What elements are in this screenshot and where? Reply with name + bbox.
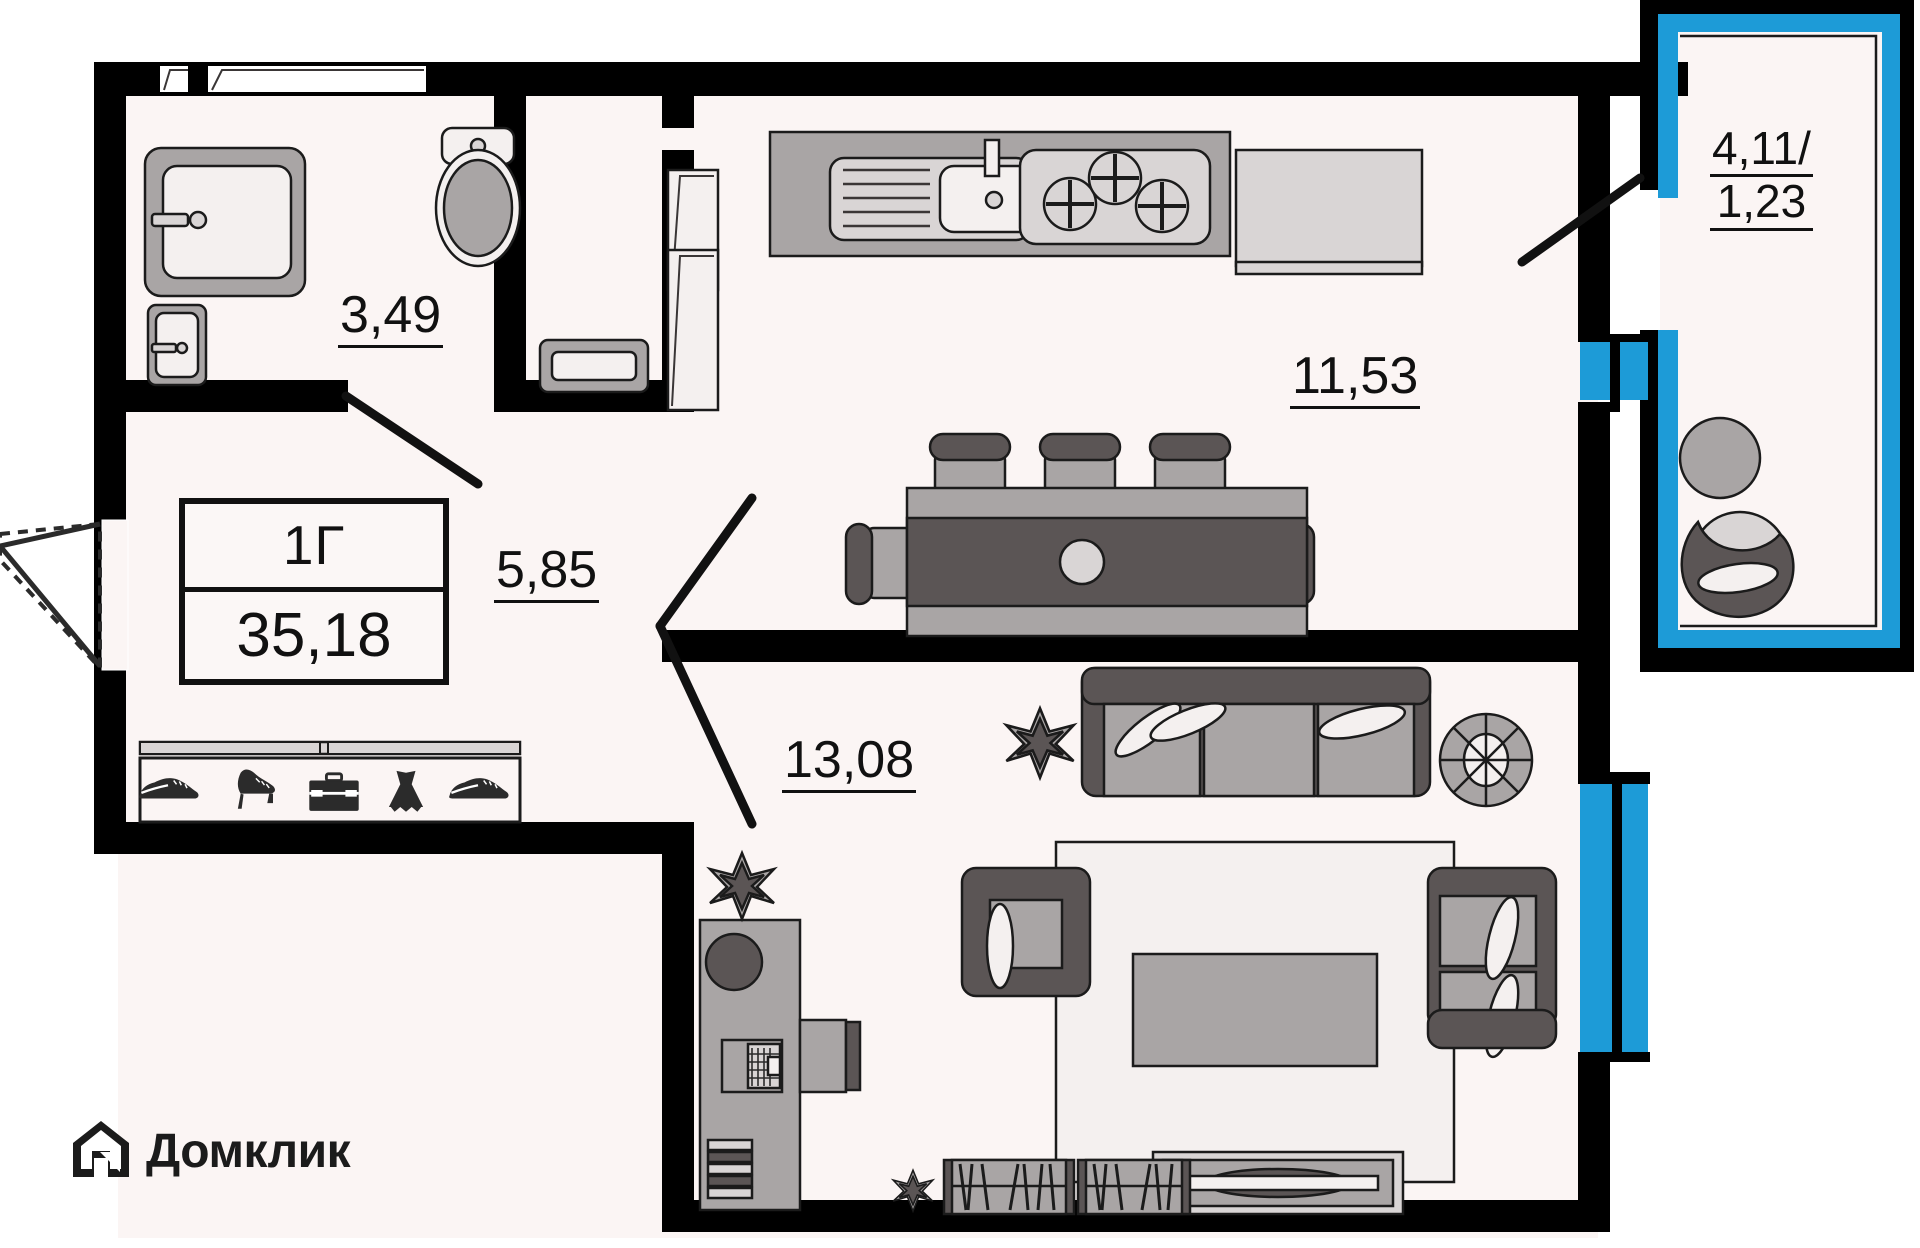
area-value-living-room: 13,08 — [782, 733, 917, 793]
area-value-balcony-coeff: 1,23 — [1710, 177, 1813, 231]
plant-icons — [706, 704, 1078, 1214]
desk-workspace — [698, 918, 862, 1212]
area-label-kitchen: 11,53 — [1290, 346, 1421, 409]
kitchen-fixtures — [768, 130, 1424, 276]
domklik-house-icon — [70, 1118, 132, 1185]
bathroom-fixtures — [143, 66, 650, 394]
area-value-bathroom: 3,49 — [338, 288, 444, 348]
apartment-total-area-value: 35,18 — [236, 600, 392, 670]
window-glazing — [1578, 334, 1650, 1062]
area-label-living-room: 13,08 — [782, 730, 917, 793]
balcony-furniture — [1678, 416, 1795, 619]
apartment-type-stamp: 1Г 35,18 — [179, 498, 449, 685]
area-label-bathroom: 3,49 — [338, 285, 444, 348]
area-value-balcony-full: 4,11/ — [1710, 124, 1813, 178]
hallway-wardrobe — [138, 740, 522, 824]
living-room-furniture — [942, 666, 1558, 1216]
door-swings — [341, 173, 1645, 829]
entrance-door — [0, 519, 129, 674]
area-value-hall: 5,85 — [494, 543, 600, 603]
dining-set — [844, 432, 1316, 638]
domklik-logo: Домклик — [70, 1118, 351, 1185]
balcony-glazing — [1658, 14, 1900, 648]
area-value-kitchen: 11,53 — [1290, 349, 1421, 409]
domklik-wordmark: Домклик — [146, 1125, 351, 1178]
exterior-walls — [94, 0, 1914, 1232]
corridor-niche — [666, 168, 720, 412]
area-label-balcony: 4,11/ 1,23 — [1710, 124, 1813, 231]
area-label-hall: 5,85 — [494, 540, 600, 603]
apartment-type-value: 1Г — [185, 504, 443, 592]
